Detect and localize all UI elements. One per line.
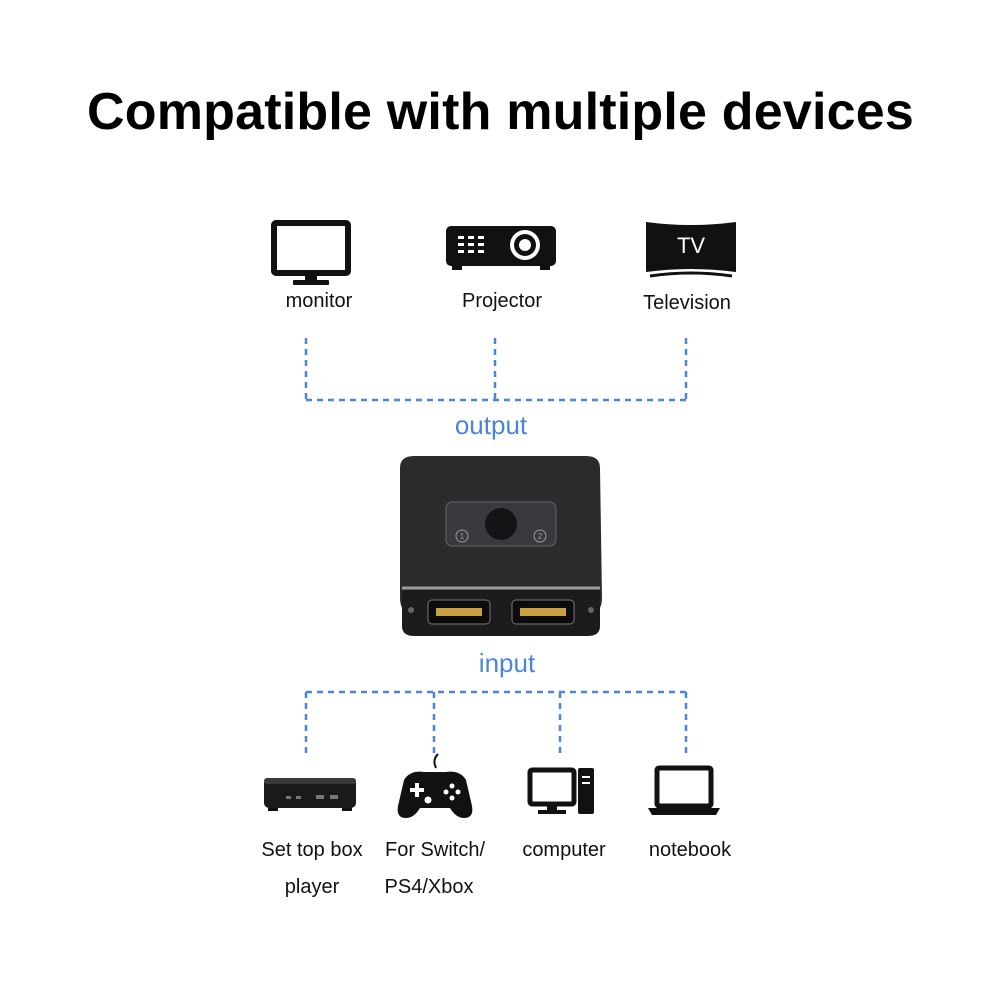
settop-label-line1: Set top box — [261, 839, 363, 861]
page-title: Compatible with multiple devices — [87, 83, 914, 141]
television-label: Television — [643, 292, 731, 314]
tv-screen-text: TV — [676, 233, 706, 258]
projector-label: Projector — [461, 290, 543, 312]
notebook-label: notebook — [648, 839, 732, 861]
gamepad-label-line2: PS4/Xbox — [384, 876, 474, 898]
computer-label: computer — [522, 839, 606, 861]
gamepad-label-line1: For Switch/ — [384, 839, 486, 861]
monitor-label: monitor — [285, 290, 353, 312]
output-label: output — [454, 410, 528, 440]
settop-label-line2: player — [284, 876, 340, 898]
input-label: input — [478, 648, 536, 678]
